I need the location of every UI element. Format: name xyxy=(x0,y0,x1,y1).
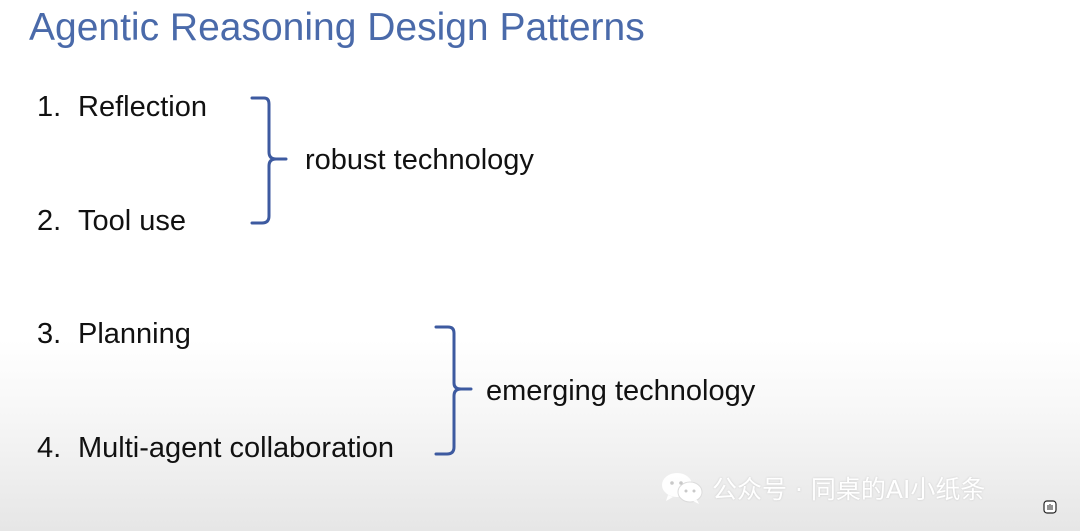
list-item-planning: 3. Planning xyxy=(37,316,191,352)
list-item-tool-use: 2. Tool use xyxy=(37,203,186,239)
watermark: 公众号 · 同桌的AI小纸条 xyxy=(660,470,985,506)
list-item-label: Multi-agent collaboration xyxy=(78,432,394,464)
list-item-multi-agent: 4. Multi-agent collaboration xyxy=(37,430,394,466)
wechat-icon xyxy=(662,473,703,504)
list-item-number: 1. xyxy=(37,91,62,123)
right-brace-icon xyxy=(250,96,288,225)
list-item-label: Planning xyxy=(78,318,191,350)
group-label-emerging: emerging technology xyxy=(486,375,756,407)
list-item-number: 2. xyxy=(37,205,62,237)
list-item-label: Reflection xyxy=(78,91,207,123)
group-label-robust: robust technology xyxy=(305,144,534,176)
list-item-number: 4. xyxy=(37,432,62,464)
hand-cursor-icon xyxy=(1043,500,1057,514)
right-brace-icon xyxy=(434,325,473,456)
list-item-label: Tool use xyxy=(78,205,187,237)
slide-title: Agentic Reasoning Design Patterns xyxy=(29,6,645,49)
list-item-number: 3. xyxy=(37,318,62,350)
list-item-reflection: 1. Reflection xyxy=(37,89,207,125)
watermark-text: 公众号 · 同桌的AI小纸条 xyxy=(712,475,986,504)
